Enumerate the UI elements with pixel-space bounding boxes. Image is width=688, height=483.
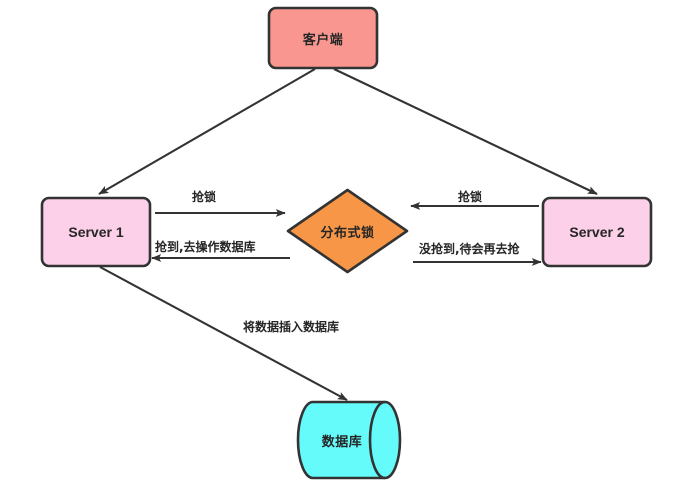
node-database[interactable] (296, 400, 402, 480)
node-server2[interactable] (541, 196, 653, 268)
edge-label-server1-to-lock: 抢锁 (192, 190, 217, 204)
node-client[interactable] (267, 6, 379, 70)
edge-label-lock-to-server2: 没抢到,待会再去抢 (419, 242, 520, 256)
edge-client-to-server2 (333, 68, 598, 195)
edge-server1-to-database (99, 266, 348, 401)
edge-label-server2-to-lock: 抢锁 (458, 190, 483, 204)
node-distributed-lock[interactable] (286, 188, 409, 274)
edge-label-lock-to-server1: 抢到,去操作数据库 (155, 240, 256, 254)
node-server1[interactable] (40, 196, 152, 268)
edge-label-server1-to-database: 将数据插入数据库 (243, 320, 340, 334)
edge-client-to-server1 (98, 68, 316, 195)
